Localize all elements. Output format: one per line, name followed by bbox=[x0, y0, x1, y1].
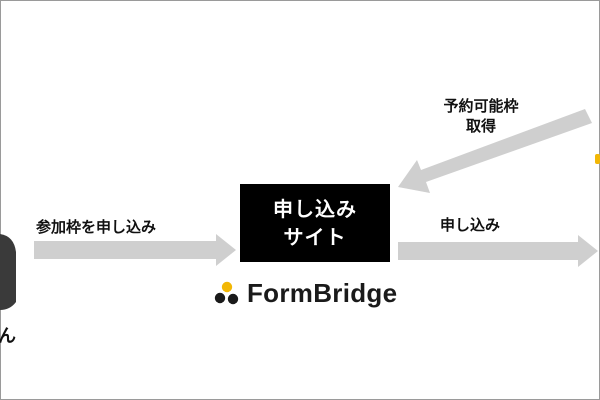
arrow-right bbox=[398, 235, 598, 267]
arrow-diagonal-label-line1: 予約可能枠 bbox=[443, 97, 519, 115]
formbridge-brand: FormBridge bbox=[213, 278, 397, 309]
site-box-line1: 申し込み bbox=[273, 197, 357, 221]
person-icon bbox=[0, 234, 16, 310]
person-name: ん ） bbox=[0, 322, 16, 382]
arrow-left-label: 参加枠を申し込み bbox=[36, 218, 157, 236]
arrow-diagonal-label-line2: 取得 bbox=[465, 117, 496, 135]
brand-name: FormBridge bbox=[247, 278, 398, 308]
arrow-diagonal bbox=[398, 109, 592, 193]
site-box-line2: サイト bbox=[283, 225, 347, 249]
person-name-line2: ） bbox=[0, 352, 16, 382]
arrow-right-label: 申し込み bbox=[440, 216, 501, 234]
formbridge-logo-icon bbox=[214, 281, 239, 304]
arrow-diagonal-label: 予約可能枠 取得 bbox=[436, 96, 526, 136]
application-site-box: 申し込み サイト bbox=[240, 184, 390, 262]
arrow-left bbox=[34, 234, 236, 266]
partial-yellow-icon bbox=[595, 154, 600, 164]
person-name-line1: ん bbox=[0, 326, 16, 347]
